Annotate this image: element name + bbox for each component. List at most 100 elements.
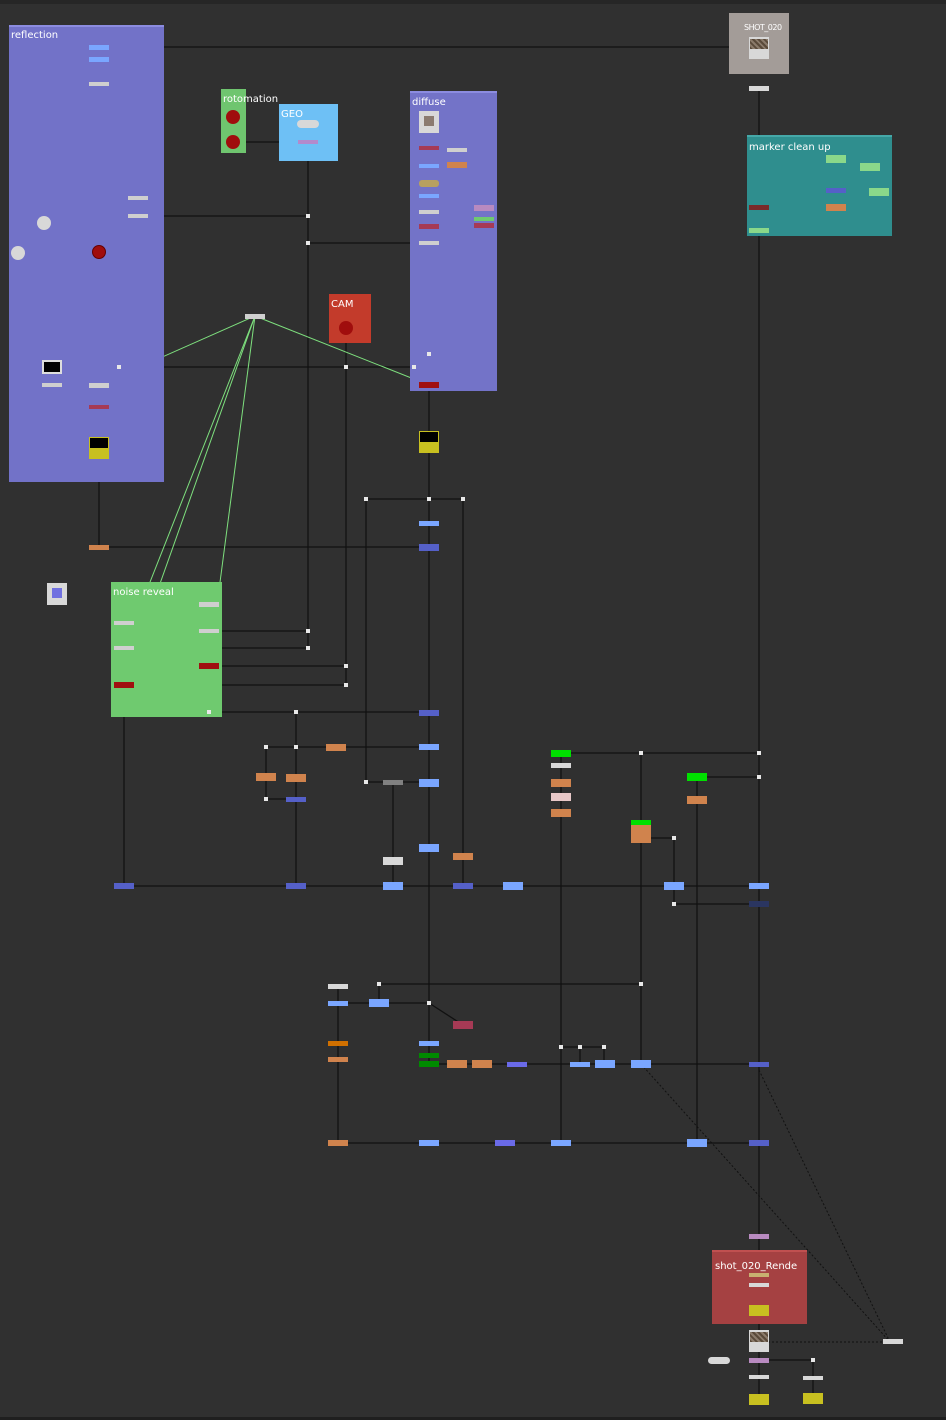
roto-node[interactable] xyxy=(128,196,148,200)
transform-node[interactable] xyxy=(495,1140,515,1146)
roto-node[interactable] xyxy=(551,793,571,801)
grade-node[interactable] xyxy=(256,773,276,781)
merge-node[interactable] xyxy=(419,194,439,198)
roto-node[interactable] xyxy=(89,82,109,86)
write-node[interactable] xyxy=(419,443,439,453)
viewer-icon[interactable] xyxy=(42,360,62,374)
roto-node[interactable] xyxy=(419,241,439,245)
shuffle-node[interactable] xyxy=(749,1234,769,1239)
transform-node[interactable] xyxy=(286,797,306,802)
dot[interactable] xyxy=(639,982,643,986)
light-node[interactable] xyxy=(37,216,51,230)
roto-node[interactable] xyxy=(128,214,148,218)
shuffle-node[interactable] xyxy=(474,205,494,211)
grade-node[interactable] xyxy=(472,1060,492,1068)
keyer-node[interactable] xyxy=(419,1053,439,1058)
transform-node[interactable] xyxy=(507,1062,527,1067)
write-node[interactable] xyxy=(803,1393,823,1404)
roto-node[interactable] xyxy=(114,646,134,650)
merge-node[interactable] xyxy=(89,57,109,62)
shuffle-node[interactable] xyxy=(749,1358,769,1363)
dot[interactable] xyxy=(427,497,431,501)
roto-node[interactable] xyxy=(199,629,219,633)
light-node[interactable] xyxy=(11,246,25,260)
transform-node[interactable] xyxy=(749,1062,769,1067)
keyer-node[interactable] xyxy=(474,217,494,221)
keyer-node[interactable] xyxy=(419,1061,439,1067)
merge-node[interactable] xyxy=(419,1140,439,1146)
grade-node[interactable] xyxy=(447,162,467,168)
roto-node[interactable] xyxy=(328,984,348,989)
grade-node[interactable] xyxy=(326,744,346,751)
dot[interactable] xyxy=(377,982,381,986)
dot[interactable] xyxy=(294,745,298,749)
transform-node[interactable] xyxy=(419,710,439,716)
grade-node[interactable] xyxy=(631,834,651,843)
write-node[interactable] xyxy=(89,449,109,459)
shuffle-node[interactable] xyxy=(749,205,769,210)
merge-node[interactable] xyxy=(419,1041,439,1046)
dot[interactable] xyxy=(639,751,643,755)
noise-node[interactable] xyxy=(199,663,219,669)
merge-node[interactable] xyxy=(328,1001,348,1006)
constant-node[interactable] xyxy=(551,750,571,757)
grade-node[interactable] xyxy=(89,545,109,550)
dot[interactable] xyxy=(344,683,348,687)
dot[interactable] xyxy=(364,497,368,501)
dot[interactable] xyxy=(427,1001,431,1005)
grade-node[interactable] xyxy=(453,853,473,860)
roto-node[interactable] xyxy=(89,383,109,388)
backdrop-reflection[interactable]: reflection xyxy=(9,25,164,482)
roto-node[interactable] xyxy=(749,86,769,91)
dot[interactable] xyxy=(207,710,211,714)
dot[interactable] xyxy=(306,629,310,633)
grade-node[interactable] xyxy=(328,1057,348,1062)
backdrop-geo[interactable]: GEO xyxy=(279,104,338,161)
grade-node[interactable] xyxy=(551,809,571,817)
viewer-node[interactable] xyxy=(883,1339,903,1344)
write-node[interactable] xyxy=(749,1394,769,1405)
transform-node[interactable] xyxy=(114,883,134,889)
merge-node[interactable] xyxy=(419,844,439,852)
roto-node[interactable] xyxy=(749,1283,769,1287)
read-node[interactable] xyxy=(749,1330,769,1352)
read-node[interactable] xyxy=(89,437,109,449)
merge-node[interactable] xyxy=(89,45,109,50)
noise-node[interactable] xyxy=(114,682,134,688)
read-node[interactable] xyxy=(419,431,439,443)
expression-node[interactable] xyxy=(245,314,265,319)
grade-node[interactable] xyxy=(551,779,571,787)
roto-node[interactable] xyxy=(447,148,467,152)
dot[interactable] xyxy=(757,775,761,779)
transform-node[interactable] xyxy=(419,544,439,551)
transform-node[interactable] xyxy=(286,883,306,889)
merge-node[interactable] xyxy=(419,521,439,526)
write-node[interactable] xyxy=(749,1305,769,1316)
keyer-node[interactable] xyxy=(869,188,889,196)
shuffle-node[interactable] xyxy=(453,1021,473,1029)
merge-node[interactable] xyxy=(749,883,769,889)
merge-node[interactable] xyxy=(419,779,439,787)
shuffle-node[interactable] xyxy=(89,405,109,409)
keyer-node[interactable] xyxy=(826,155,846,163)
scene-node[interactable] xyxy=(92,245,106,259)
dot[interactable] xyxy=(602,1045,606,1049)
dot[interactable] xyxy=(344,365,348,369)
grade-node[interactable] xyxy=(286,774,306,782)
grade-node[interactable] xyxy=(328,1041,348,1046)
merge-node[interactable] xyxy=(369,999,389,1007)
tracker-node[interactable] xyxy=(226,110,240,124)
dot[interactable] xyxy=(412,365,416,369)
dot[interactable] xyxy=(672,902,676,906)
merge-node[interactable] xyxy=(383,882,403,890)
dot[interactable] xyxy=(264,745,268,749)
grade-node[interactable] xyxy=(631,825,651,834)
shuffle-node[interactable] xyxy=(419,146,439,150)
transform-node[interactable] xyxy=(749,901,769,907)
merge-node[interactable] xyxy=(631,1060,651,1068)
merge-node[interactable] xyxy=(664,882,684,890)
roto-node[interactable] xyxy=(114,621,134,625)
roto-node[interactable] xyxy=(749,1273,769,1277)
dot[interactable] xyxy=(672,836,676,840)
merge-node[interactable] xyxy=(570,1062,590,1067)
